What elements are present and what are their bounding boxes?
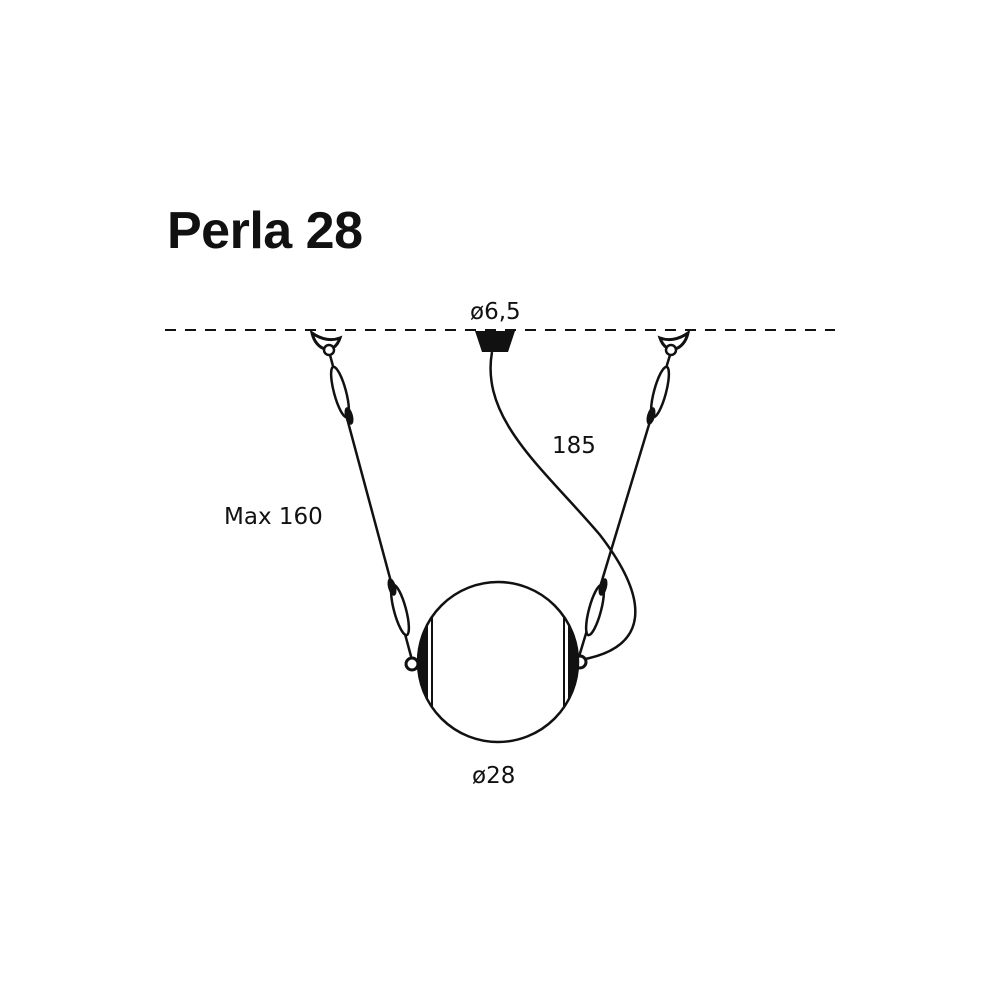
left-ceiling-hook [309, 329, 343, 357]
globe-diameter-label: ø28 [472, 763, 515, 789]
product-title: Perla 28 [167, 202, 363, 260]
canopy [475, 331, 515, 352]
right-suspension-wire [572, 354, 672, 670]
suspension-length-label: Max 160 [224, 504, 323, 530]
canopy-diameter-label: ø6,5 [470, 299, 521, 325]
power-cable [489, 351, 637, 662]
cable-length-label: 185 [552, 433, 596, 459]
left-suspension-wire [328, 354, 420, 672]
right-ceiling-hook [657, 329, 691, 357]
globe [416, 580, 580, 744]
